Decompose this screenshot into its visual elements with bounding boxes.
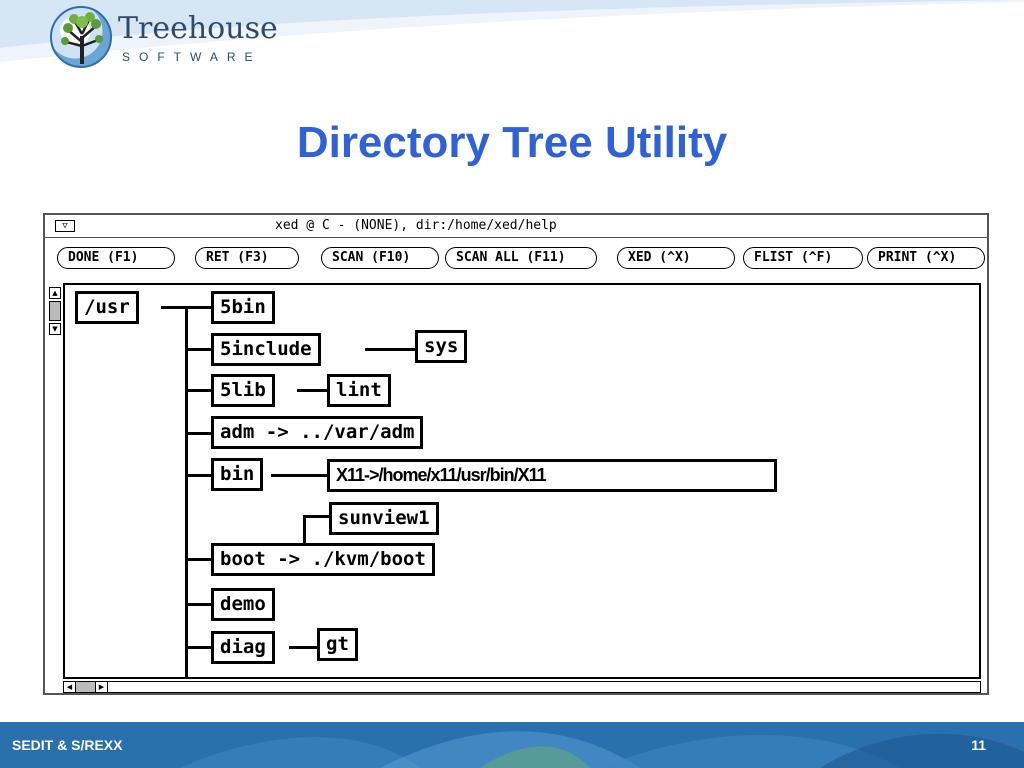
- tree-connector: [185, 603, 211, 606]
- tree-connector: [271, 474, 327, 477]
- tree-connector: [303, 515, 306, 553]
- done-button[interactable]: DONE (F1): [57, 247, 175, 269]
- treehouse-logo: Treehouse SOFTWARE: [50, 6, 290, 72]
- xed-button[interactable]: XED (^X): [617, 247, 735, 269]
- scroll-left-icon[interactable]: ◀: [64, 682, 76, 692]
- scroll-down-icon[interactable]: ▼: [49, 323, 61, 335]
- tree-node-diag[interactable]: diag: [211, 631, 275, 664]
- logo-subtitle: SOFTWARE: [122, 50, 262, 64]
- flist-button[interactable]: FLIST (^F): [743, 247, 863, 269]
- directory-tree-canvas[interactable]: /usr 5bin 5include sys 5lib lint adm -> …: [63, 283, 981, 679]
- footer-title: SEDIT & S/REXX: [12, 737, 123, 753]
- footer-leaf-pattern: [180, 731, 1024, 768]
- tree-node-demo[interactable]: demo: [211, 588, 275, 621]
- horizontal-scrollbar[interactable]: ◀ ▶: [63, 681, 981, 693]
- tree-connector: [365, 348, 415, 351]
- tree-node-x11[interactable]: X11->/home/x11/usr/bin/X11: [327, 459, 777, 492]
- tree-connector: [185, 389, 211, 392]
- xed-window: ▽ xed @ C - (NONE), dir:/home/xed/help D…: [43, 213, 989, 695]
- tree-node-sys[interactable]: sys: [415, 330, 468, 363]
- tree-node-5include[interactable]: 5include: [211, 333, 321, 366]
- tree-node-usr[interactable]: /usr: [75, 291, 139, 324]
- tree-connector: [185, 646, 211, 649]
- tree-connector: [185, 558, 211, 561]
- window-menu-button[interactable]: ▽: [55, 220, 75, 232]
- scan-button[interactable]: SCAN (F10): [321, 247, 439, 269]
- slide-footer: SEDIT & S/REXX 11: [0, 722, 1024, 768]
- tree-node-5bin[interactable]: 5bin: [211, 291, 275, 324]
- tree-connector: [185, 348, 211, 351]
- scan-all-button[interactable]: SCAN ALL (F11): [445, 247, 597, 269]
- window-title: xed @ C - (NONE), dir:/home/xed/help: [275, 218, 557, 233]
- tree-node-adm[interactable]: adm -> ../var/adm: [211, 416, 424, 449]
- tree-node-5lib[interactable]: 5lib: [211, 374, 275, 407]
- slide-title: Directory Tree Utility: [296, 118, 728, 167]
- print-button[interactable]: PRINT (^X): [867, 247, 985, 269]
- scroll-right-icon[interactable]: ▶: [96, 682, 108, 692]
- tree-node-bin[interactable]: bin: [211, 458, 264, 491]
- tree-node-boot[interactable]: boot -> ./kvm/boot: [211, 543, 435, 576]
- tree-icon: [50, 6, 112, 68]
- page-number: 11: [971, 737, 986, 753]
- tree-connector: [303, 515, 329, 518]
- scroll-up-icon[interactable]: ▲: [49, 287, 61, 299]
- tree-connector: [185, 474, 211, 477]
- command-toolbar: DONE (F1) RET (F3) SCAN (F10) SCAN ALL (…: [49, 247, 985, 271]
- tree-connector: [185, 432, 211, 435]
- scroll-thumb[interactable]: [49, 301, 61, 321]
- tree-node-lint[interactable]: lint: [327, 374, 391, 407]
- tree-connector: [289, 646, 317, 649]
- tree-node-gt[interactable]: gt: [317, 628, 358, 661]
- logo-name: Treehouse: [118, 11, 278, 46]
- horizontal-scroll-thumb[interactable]: [76, 682, 96, 692]
- ret-button[interactable]: RET (F3): [195, 247, 299, 269]
- window-titlebar: ▽ xed @ C - (NONE), dir:/home/xed/help: [45, 215, 987, 238]
- tree-node-sunview1[interactable]: sunview1: [329, 502, 439, 535]
- tree-trunk: [185, 306, 188, 677]
- tree-connector: [297, 389, 327, 392]
- vertical-scrollbar[interactable]: ▲ ▼: [49, 287, 63, 679]
